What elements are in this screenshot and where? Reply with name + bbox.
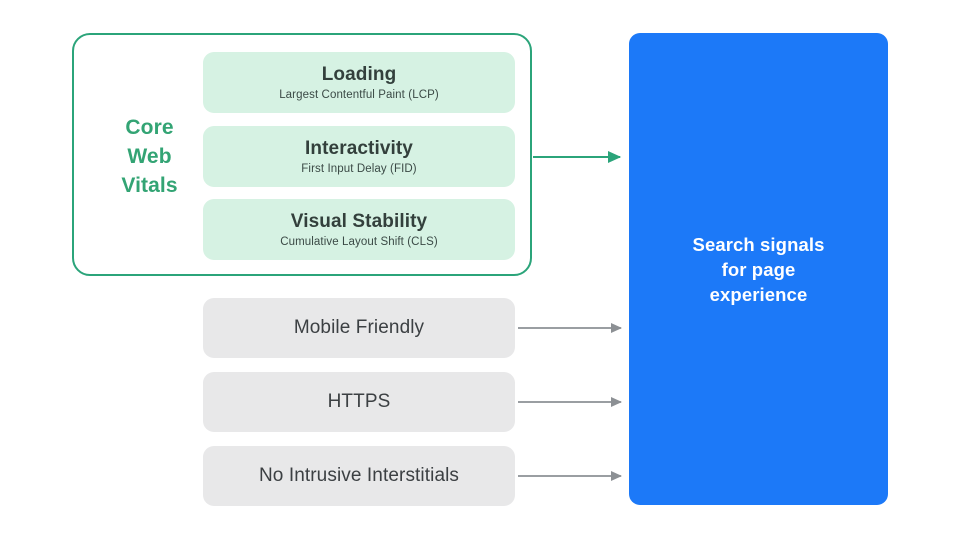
signal-card-https[interactable]: HTTPS [203, 372, 515, 432]
signal-card-https-label: HTTPS [327, 391, 391, 412]
vital-card-loading-subtitle: Largest Contentful Paint (LCP) [279, 88, 439, 101]
vital-card-loading-title: Loading [321, 63, 397, 85]
vital-card-visual-stability-title: Visual Stability [290, 210, 428, 232]
core-web-vitals-group [72, 33, 532, 276]
vital-card-interactivity-subtitle: First Input Delay (FID) [301, 162, 417, 175]
signal-card-no-intrusive-interstitials[interactable]: No Intrusive Interstitials [203, 446, 515, 506]
vital-card-loading[interactable]: Loading Largest Contentful Paint (LCP) [203, 52, 515, 113]
signal-card-no-intrusive-interstitials-label: No Intrusive Interstitials [258, 465, 460, 486]
vital-card-visual-stability-subtitle: Cumulative Layout Shift (CLS) [280, 235, 438, 248]
core-web-vitals-label-line-3: Vitals [121, 174, 178, 197]
vital-card-visual-stability[interactable]: Visual Stability Cumulative Layout Shift… [203, 199, 515, 260]
destination-box-search-signals[interactable]: Search signals for page experience [629, 33, 888, 505]
vital-card-interactivity[interactable]: Interactivity First Input Delay (FID) [203, 126, 515, 187]
vital-card-interactivity-title: Interactivity [305, 137, 413, 159]
destination-box-label: Search signals for page experience [692, 233, 825, 305]
core-web-vitals-label: Core Web Vitals [102, 113, 197, 200]
core-web-vitals-label-line-2: Web [127, 145, 172, 168]
core-web-vitals-label-line-1: Core [125, 116, 174, 139]
signal-card-mobile-friendly[interactable]: Mobile Friendly [203, 298, 515, 358]
signal-card-mobile-friendly-label: Mobile Friendly [293, 317, 425, 338]
